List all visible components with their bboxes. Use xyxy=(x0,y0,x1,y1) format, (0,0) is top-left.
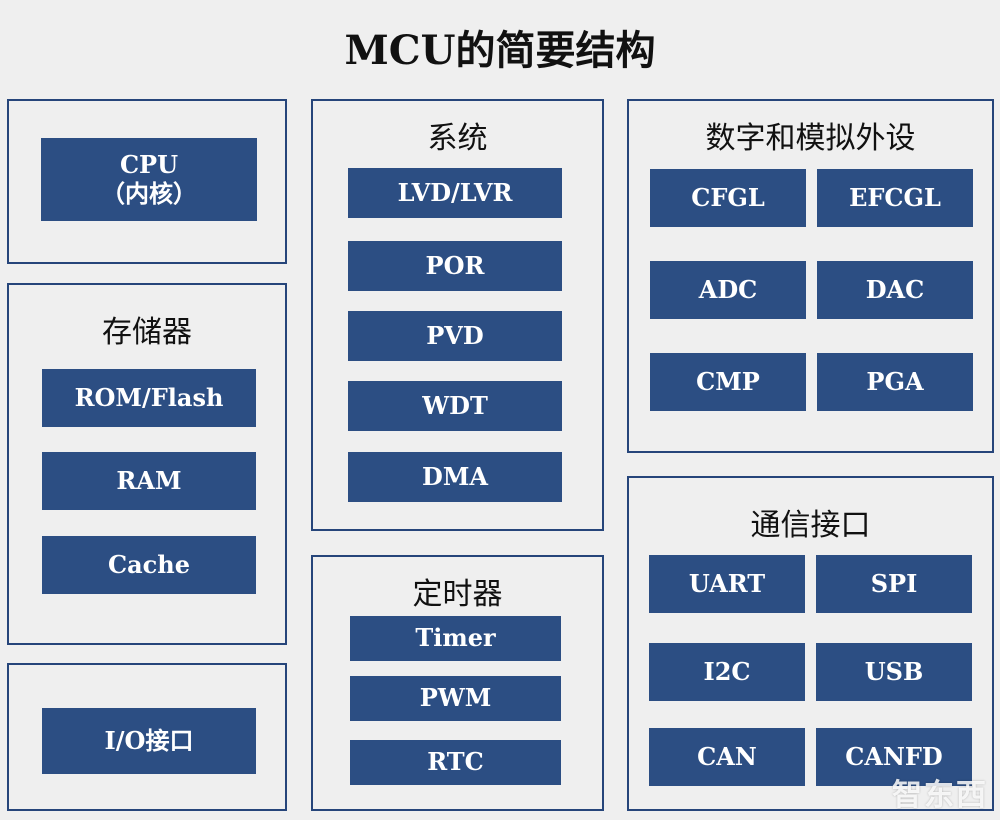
peripheral-item-cmp: CMP xyxy=(650,353,806,411)
comm-item-i2c: I2C xyxy=(649,643,805,701)
memory-panel: 存储器 ROM/Flash RAM Cache xyxy=(7,283,287,645)
cpu-panel: CPU （内核） xyxy=(7,99,287,264)
system-item-dma: DMA xyxy=(348,452,562,502)
memory-title: 存储器 xyxy=(102,315,192,350)
io-panel: I/O接口 xyxy=(7,663,287,811)
timer-item-timer: Timer xyxy=(350,616,561,661)
comm-item-canfd: CANFD xyxy=(816,728,972,786)
peripherals-panel: 数字和模拟外设 CFGL EFCGL ADC DAC CMP PGA xyxy=(627,99,994,453)
comm-panel: 通信接口 UART SPI I2C USB CAN CANFD xyxy=(627,476,994,811)
system-title: 系统 xyxy=(427,121,488,156)
peripheral-item-cfgl: CFGL xyxy=(650,169,806,227)
comm-item-spi: SPI xyxy=(816,555,972,613)
comm-title: 通信接口 xyxy=(750,508,871,543)
system-panel: 系统 LVD/LVR POR PVD WDT DMA xyxy=(311,99,604,531)
peripheral-item-efcgl: EFCGL xyxy=(817,169,973,227)
timer-item-rtc: RTC xyxy=(350,740,561,785)
comm-item-usb: USB xyxy=(816,643,972,701)
memory-item-cache: Cache xyxy=(42,536,256,594)
memory-item-ram: RAM xyxy=(42,452,256,510)
cpu-box: CPU （内核） xyxy=(41,138,257,221)
peripherals-title: 数字和模拟外设 xyxy=(705,121,916,156)
peripheral-item-pga: PGA xyxy=(817,353,973,411)
system-item-wdt: WDT xyxy=(348,381,562,431)
system-item-por: POR xyxy=(348,241,562,291)
timer-panel: 定时器 Timer PWM RTC xyxy=(311,555,604,811)
system-item-pvd: PVD xyxy=(348,311,562,361)
comm-item-can: CAN xyxy=(649,728,805,786)
peripheral-item-adc: ADC xyxy=(650,261,806,319)
comm-item-uart: UART xyxy=(649,555,805,613)
io-box: I/O接口 xyxy=(42,708,256,774)
watermark-logo: 智东西 xyxy=(892,778,988,813)
cpu-label: CPU xyxy=(119,149,179,179)
timer-title: 定时器 xyxy=(412,577,503,612)
memory-item-rom-flash: ROM/Flash xyxy=(42,369,256,427)
peripheral-item-dac: DAC xyxy=(817,261,973,319)
timer-item-pwm: PWM xyxy=(350,676,561,721)
system-item-lvd-lvr: LVD/LVR xyxy=(348,168,562,218)
cpu-sublabel: （内核） xyxy=(101,178,197,208)
page-title: MCU的简要结构 xyxy=(344,27,656,74)
